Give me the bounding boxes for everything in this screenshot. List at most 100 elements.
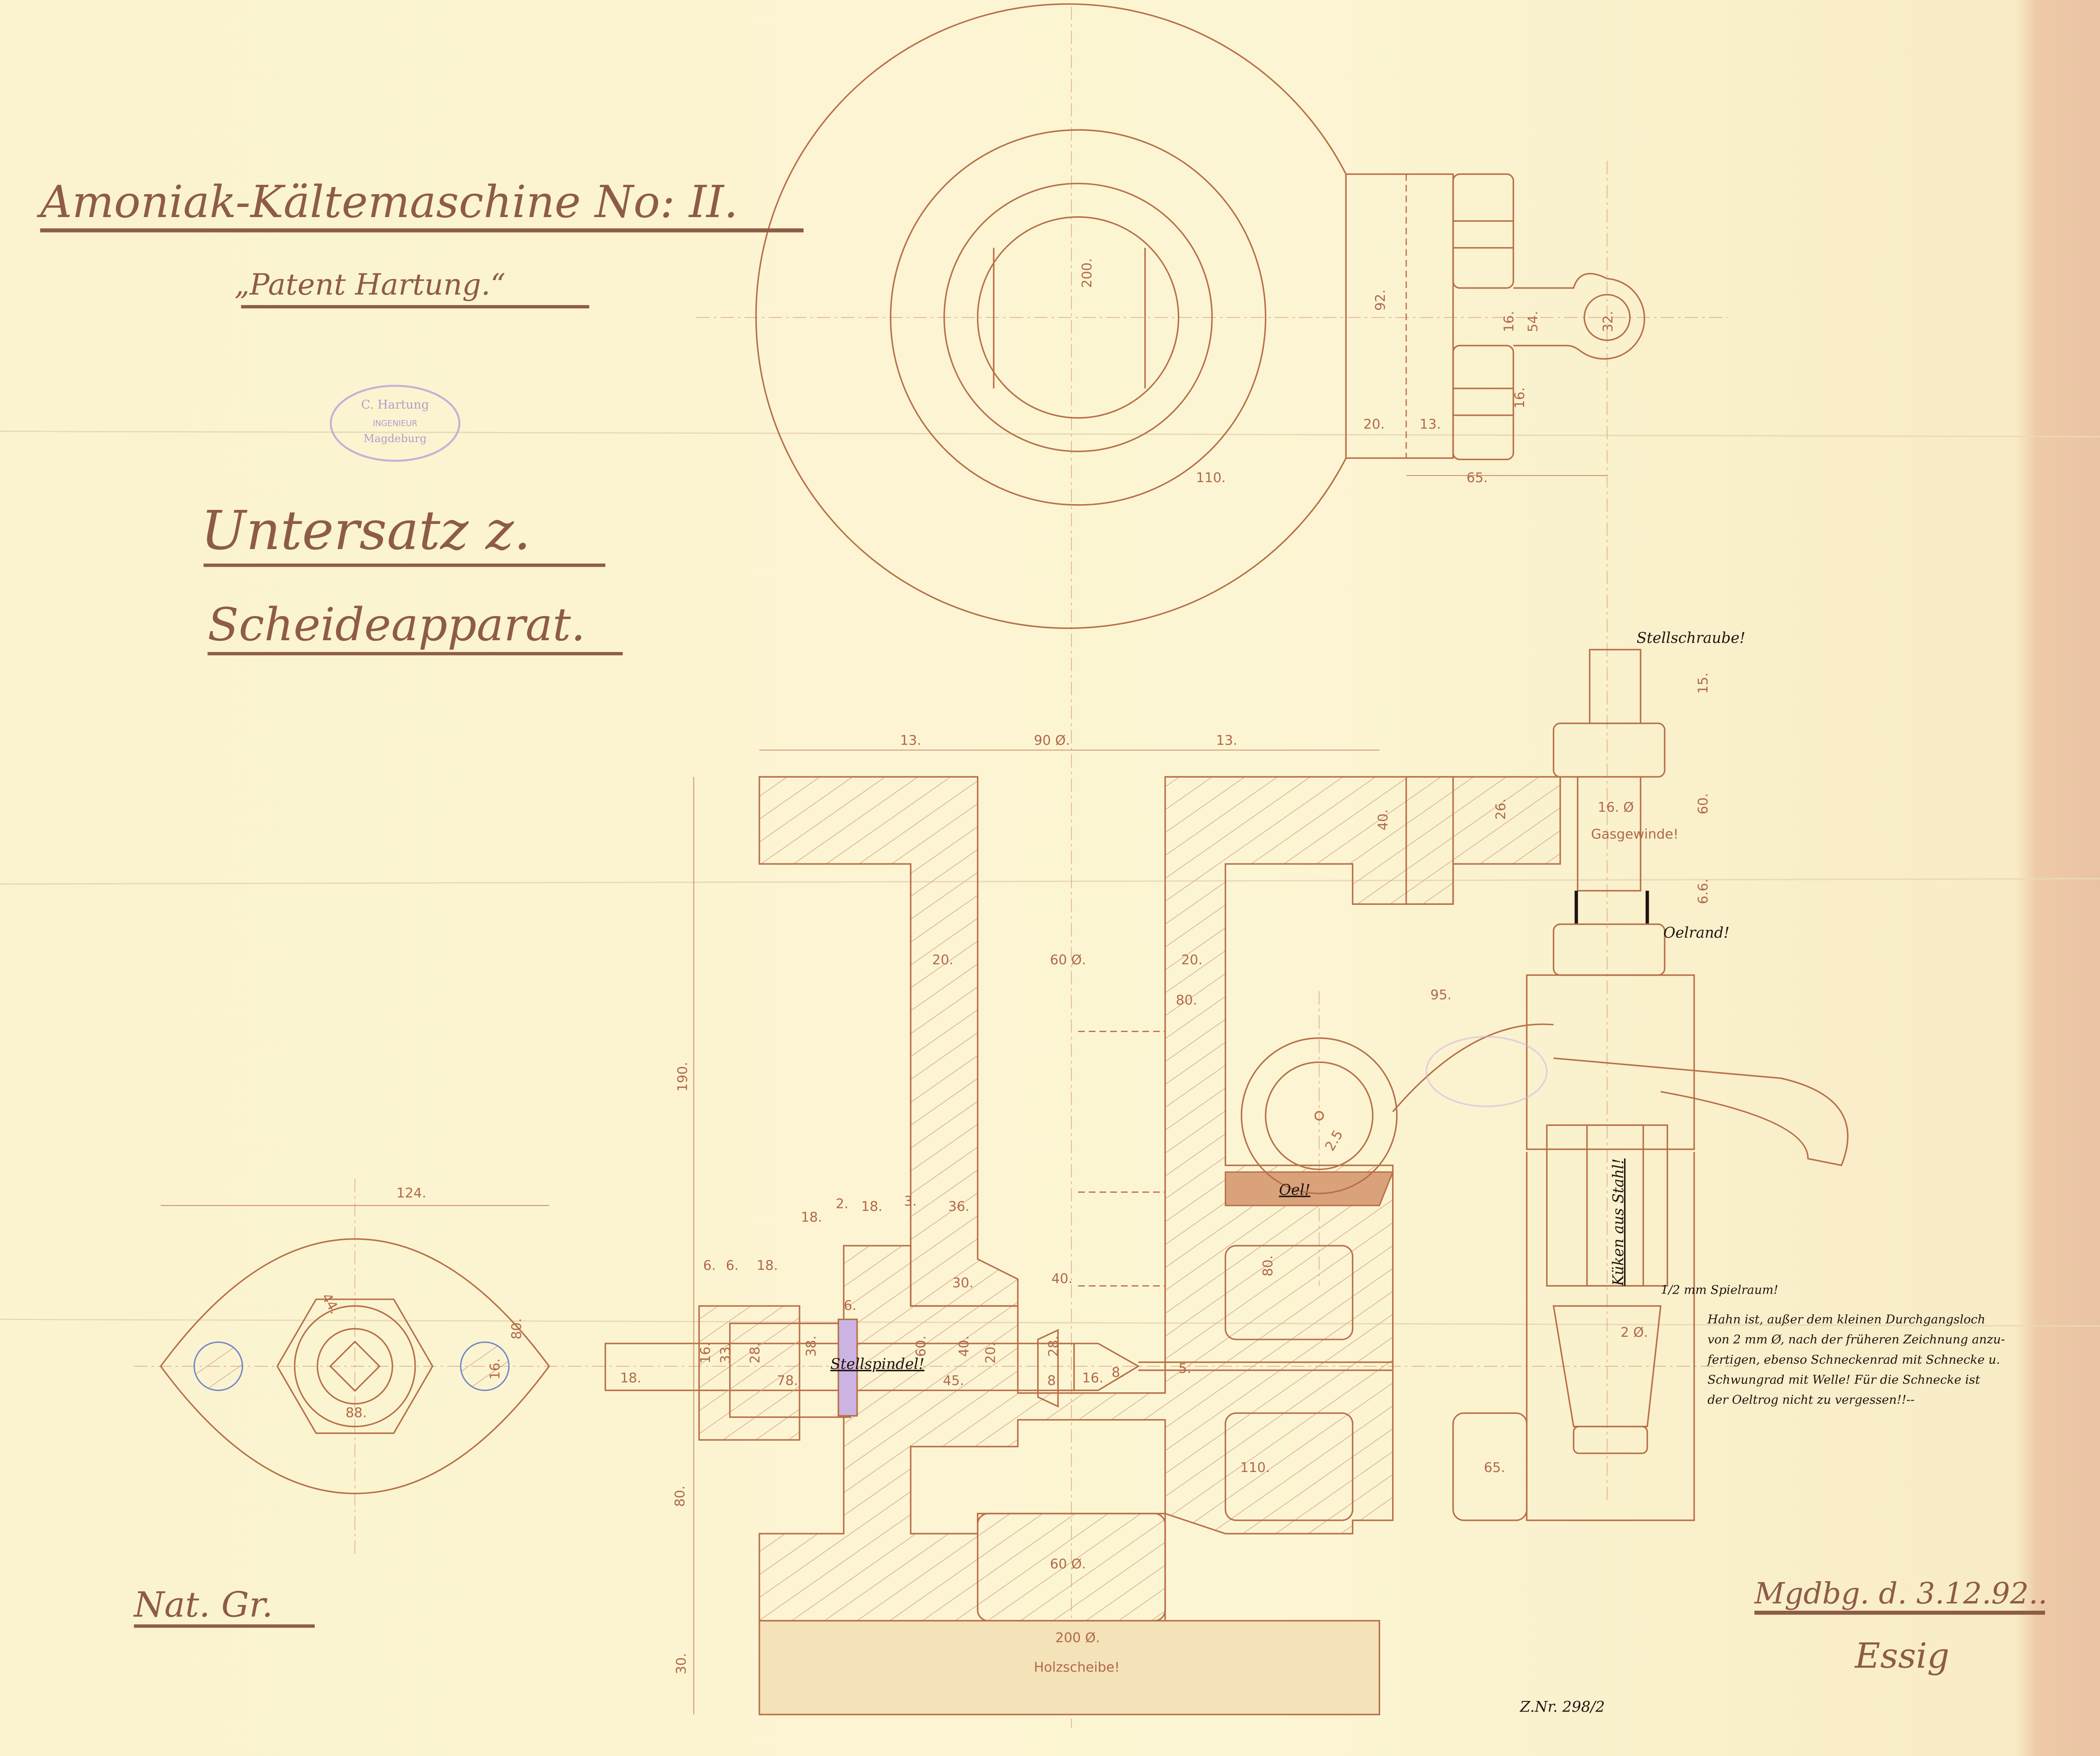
svg-text:der Oeltrog nicht zu vergessen: der Oeltrog nicht zu vergessen!!-- bbox=[1708, 1393, 1915, 1407]
svg-text:33.: 33. bbox=[718, 1342, 733, 1363]
label-clearance: 1/2 mm Spielraum! bbox=[1661, 1284, 1778, 1297]
place-date: Mgdbg. d. 3.12.92.. bbox=[1754, 1576, 2048, 1610]
svg-text:8.: 8. bbox=[1112, 1365, 1124, 1380]
valve-assembly bbox=[1392, 649, 1849, 1521]
svg-text:2.5: 2.5 bbox=[1322, 1128, 1346, 1154]
svg-text:38.: 38. bbox=[804, 1335, 819, 1357]
plan-view: 124. 44. 80. 88. 16. bbox=[159, 1186, 550, 1494]
svg-text:110.: 110. bbox=[1240, 1460, 1270, 1476]
dim-label: 16. bbox=[1512, 387, 1528, 408]
svg-text:40.: 40. bbox=[1051, 1271, 1072, 1287]
svg-text:40.: 40. bbox=[956, 1335, 972, 1357]
svg-text:fertigen, ebenso Schneckenrad: fertigen, ebenso Schneckenrad mit Schnec… bbox=[1707, 1353, 2000, 1367]
svg-text:28.: 28. bbox=[748, 1342, 763, 1363]
svg-text:30.: 30. bbox=[674, 1653, 689, 1674]
svg-text:C. Hartung: C. Hartung bbox=[361, 398, 429, 412]
hex-nut bbox=[1452, 345, 1514, 461]
svg-text:5.: 5. bbox=[1179, 1361, 1191, 1376]
dim-label: 110. bbox=[1196, 470, 1226, 486]
svg-text:6.6.: 6.6. bbox=[1696, 878, 1711, 904]
label-gas-thread: Gasgewinde! bbox=[1591, 826, 1679, 842]
part-title-line2: Scheideapparat. bbox=[208, 598, 586, 651]
svg-text:INGENIEUR: INGENIEUR bbox=[373, 419, 418, 428]
stamp: C. Hartung INGENIEUR Magdeburg bbox=[330, 384, 461, 462]
svg-text:20.: 20. bbox=[983, 1342, 998, 1363]
svg-text:40.: 40. bbox=[1376, 809, 1391, 830]
dim-label: 16. bbox=[1501, 311, 1517, 332]
top-view-dimensions: 200. 92. 16. 54. 32. 16. 20. 13. 110. 65… bbox=[1079, 258, 1616, 486]
dim-label: 92. bbox=[1373, 289, 1388, 310]
signature: Essig bbox=[1854, 1635, 1949, 1676]
fold-line bbox=[0, 431, 2100, 438]
fold-line bbox=[0, 878, 2100, 885]
label-wood-disc: Holzscheibe! bbox=[1034, 1660, 1120, 1675]
svg-text:60.: 60. bbox=[914, 1335, 929, 1357]
wood-disc bbox=[759, 1620, 1380, 1715]
svg-text:65.: 65. bbox=[1484, 1460, 1505, 1476]
dim-label: 20. bbox=[1363, 417, 1385, 432]
drawing-title: Amoniak-Kältemaschine No: II. bbox=[37, 176, 738, 228]
svg-text:90 Ø.: 90 Ø. bbox=[1034, 733, 1070, 748]
label-oil: Oel! bbox=[1279, 1181, 1310, 1198]
svg-text:45.: 45. bbox=[943, 1373, 964, 1388]
svg-text:Schwungrad mit Welle! Für die: Schwungrad mit Welle! Für die Schnecke i… bbox=[1708, 1373, 1981, 1387]
svg-text:von 2 mm Ø, nach der früheren: von 2 mm Ø, nach der früheren Zeichnung … bbox=[1708, 1333, 2005, 1347]
svg-text:2.: 2. bbox=[836, 1196, 848, 1212]
dim-label: 124. bbox=[396, 1186, 426, 1201]
section-view bbox=[604, 649, 1849, 1715]
fold-line bbox=[0, 1318, 2100, 1327]
label-spindle: Stellspindel! bbox=[830, 1355, 925, 1372]
svg-text:Hahn ist, außer dem kleinen Du: Hahn ist, außer dem kleinen Durchgangslo… bbox=[1707, 1313, 1986, 1326]
svg-text:16.: 16. bbox=[1082, 1370, 1103, 1386]
part-title-line1: Untersatz z. bbox=[201, 499, 531, 562]
svg-text:13.: 13. bbox=[900, 733, 921, 748]
svg-text:20.: 20. bbox=[932, 952, 953, 968]
dim-label: 32. bbox=[1601, 311, 1616, 332]
svg-text:Magdeburg: Magdeburg bbox=[364, 432, 427, 445]
faint-stamp bbox=[1425, 1036, 1548, 1107]
svg-text:13.: 13. bbox=[1216, 733, 1237, 748]
svg-text:36.: 36. bbox=[948, 1199, 969, 1214]
svg-text:80.: 80. bbox=[1176, 993, 1197, 1008]
svg-text:2 Ø.: 2 Ø. bbox=[1621, 1325, 1648, 1340]
hex-nut bbox=[1452, 173, 1514, 289]
dim-label: 200. bbox=[1079, 258, 1095, 288]
label-steel-plug: Küken aus Stahl! bbox=[1610, 1158, 1627, 1286]
svg-text:26.: 26. bbox=[1493, 798, 1509, 819]
dim-label: 13. bbox=[1420, 417, 1441, 432]
label-oil-rim: Oelrand! bbox=[1663, 924, 1729, 941]
svg-text:18.: 18. bbox=[620, 1370, 641, 1386]
svg-text:3.: 3. bbox=[904, 1194, 917, 1209]
svg-text:60 Ø.: 60 Ø. bbox=[1050, 1557, 1086, 1572]
svg-text:6.: 6. bbox=[703, 1258, 716, 1273]
svg-text:190.: 190. bbox=[675, 1062, 691, 1092]
label-set-screw: Stellschraube! bbox=[1636, 629, 1745, 646]
svg-text:18.: 18. bbox=[861, 1199, 882, 1214]
svg-text:8.: 8. bbox=[1047, 1373, 1060, 1388]
svg-text:60.: 60. bbox=[1696, 793, 1711, 814]
instruction-note: Hahn ist, außer dem kleinen Durchgangslo… bbox=[1707, 1313, 2005, 1407]
svg-text:18.: 18. bbox=[801, 1210, 822, 1225]
dim-label: 16. bbox=[488, 1358, 503, 1380]
dim-label: 80. bbox=[509, 1318, 524, 1339]
drawing-subtitle: „Patent Hartung.“ bbox=[234, 267, 505, 302]
svg-text:15.: 15. bbox=[1696, 672, 1711, 694]
svg-text:16. Ø: 16. Ø bbox=[1598, 800, 1634, 815]
section-dimensions: 13. 90 Ø. 13. 40. 26. 16. Ø 15. 60. 6.6.… bbox=[620, 672, 1711, 1715]
svg-text:6.: 6. bbox=[844, 1298, 856, 1313]
svg-text:78.: 78. bbox=[777, 1373, 798, 1388]
top-view bbox=[755, 3, 1645, 629]
svg-text:30.: 30. bbox=[952, 1275, 973, 1291]
dim-label: 88. bbox=[346, 1405, 367, 1420]
dim-label: 54. bbox=[1525, 311, 1541, 332]
svg-text:200 Ø.: 200 Ø. bbox=[1055, 1630, 1100, 1645]
svg-text:28.: 28. bbox=[1046, 1335, 1061, 1357]
svg-text:18.: 18. bbox=[757, 1258, 778, 1273]
drawing-number: Z.Nr. 298/2 bbox=[1520, 1698, 1605, 1715]
svg-text:80.: 80. bbox=[672, 1486, 688, 1507]
svg-text:20.: 20. bbox=[1181, 952, 1202, 968]
oil-trough bbox=[1224, 1171, 1394, 1206]
svg-text:80.: 80. bbox=[1260, 1255, 1276, 1276]
svg-text:95.: 95. bbox=[1430, 987, 1452, 1003]
